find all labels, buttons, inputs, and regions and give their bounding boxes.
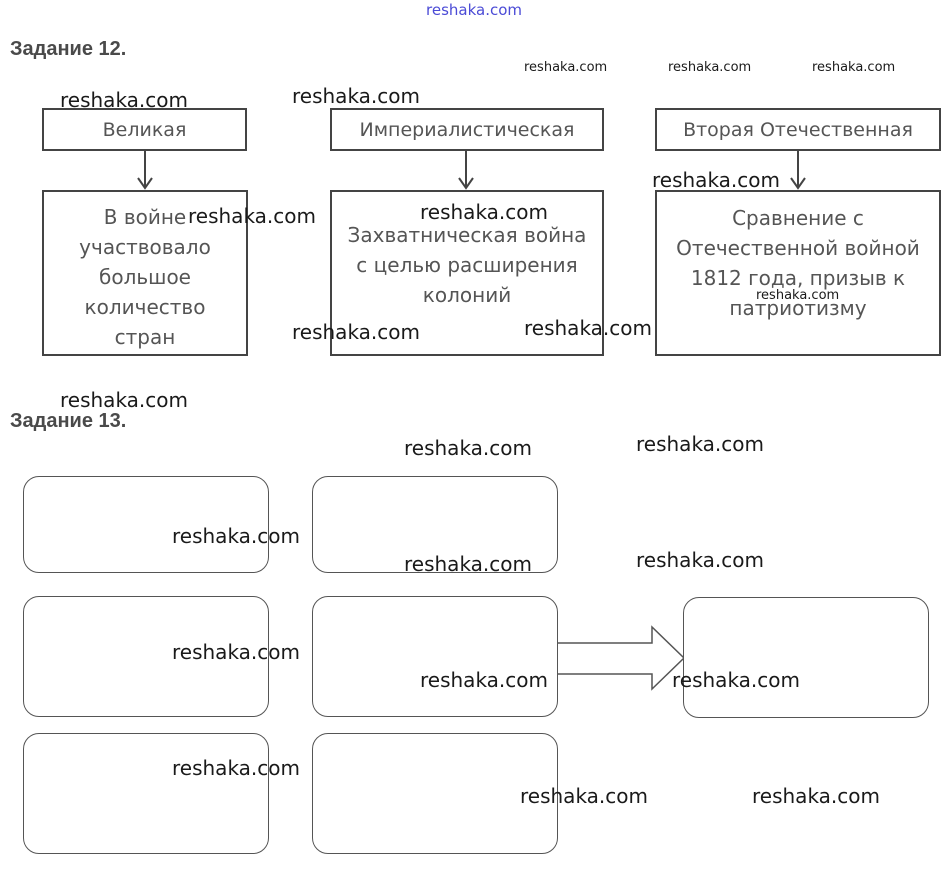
watermark: reshaka.com <box>172 756 300 780</box>
watermark: reshaka.com <box>60 388 188 412</box>
watermark: reshaka.com <box>672 668 800 692</box>
watermark: reshaka.com <box>524 60 608 75</box>
watermark: reshaka.com <box>188 204 316 228</box>
watermark: reshaka.com <box>652 168 780 192</box>
watermark: reshaka.com <box>420 200 548 224</box>
watermark: reshaka.com <box>752 784 880 808</box>
war-label-second-patriotic: Вторая Отечественная <box>655 108 941 151</box>
watermark: reshaka.com <box>292 84 420 108</box>
empty-box-r3-c2[interactable] <box>312 733 558 854</box>
watermark: reshaka.com <box>60 88 188 112</box>
arrow-down-3 <box>790 150 806 190</box>
watermark: reshaka.com <box>172 524 300 548</box>
watermark: reshaka.com <box>812 60 896 75</box>
watermark: reshaka.com <box>636 548 764 572</box>
watermark: reshaka.com <box>668 60 752 75</box>
watermark: reshaka.com <box>520 784 648 808</box>
empty-box-r3-c1[interactable] <box>23 733 269 854</box>
block-arrow-right <box>556 625 686 691</box>
watermark: reshaka.com <box>524 316 652 340</box>
arrow-down-1 <box>137 150 153 190</box>
task-12-heading: Задание 12. <box>10 38 127 60</box>
watermark: reshaka.com <box>404 552 532 576</box>
task-13-heading: Задание 13. <box>10 410 127 432</box>
watermark: reshaka.com <box>420 668 548 692</box>
war-label-great: Великая <box>42 108 247 151</box>
empty-box-r2-c2[interactable] <box>312 596 558 717</box>
watermark: reshaka.com <box>172 640 300 664</box>
watermark: reshaka.com <box>404 436 532 460</box>
watermark: reshaka.com <box>636 432 764 456</box>
watermark-top[interactable]: reshaka.com <box>426 1 522 19</box>
watermark: reshaka.com <box>292 320 420 344</box>
war-label-imperialist: Империалистическая <box>330 108 604 151</box>
empty-box-result[interactable] <box>683 597 929 718</box>
description-imperialist: Захватническая война с целью расширения … <box>330 190 604 356</box>
arrow-down-2 <box>458 150 474 190</box>
description-great: В войне участвовало большое количество с… <box>42 190 248 356</box>
empty-box-r1-c2[interactable] <box>312 476 558 573</box>
watermark: reshaka.com <box>756 288 840 303</box>
empty-box-r1-c1[interactable] <box>23 476 269 573</box>
description-second-patriotic: Сравнение с Отечественной войной 1812 го… <box>655 190 941 356</box>
empty-box-r2-c1[interactable] <box>23 596 269 717</box>
